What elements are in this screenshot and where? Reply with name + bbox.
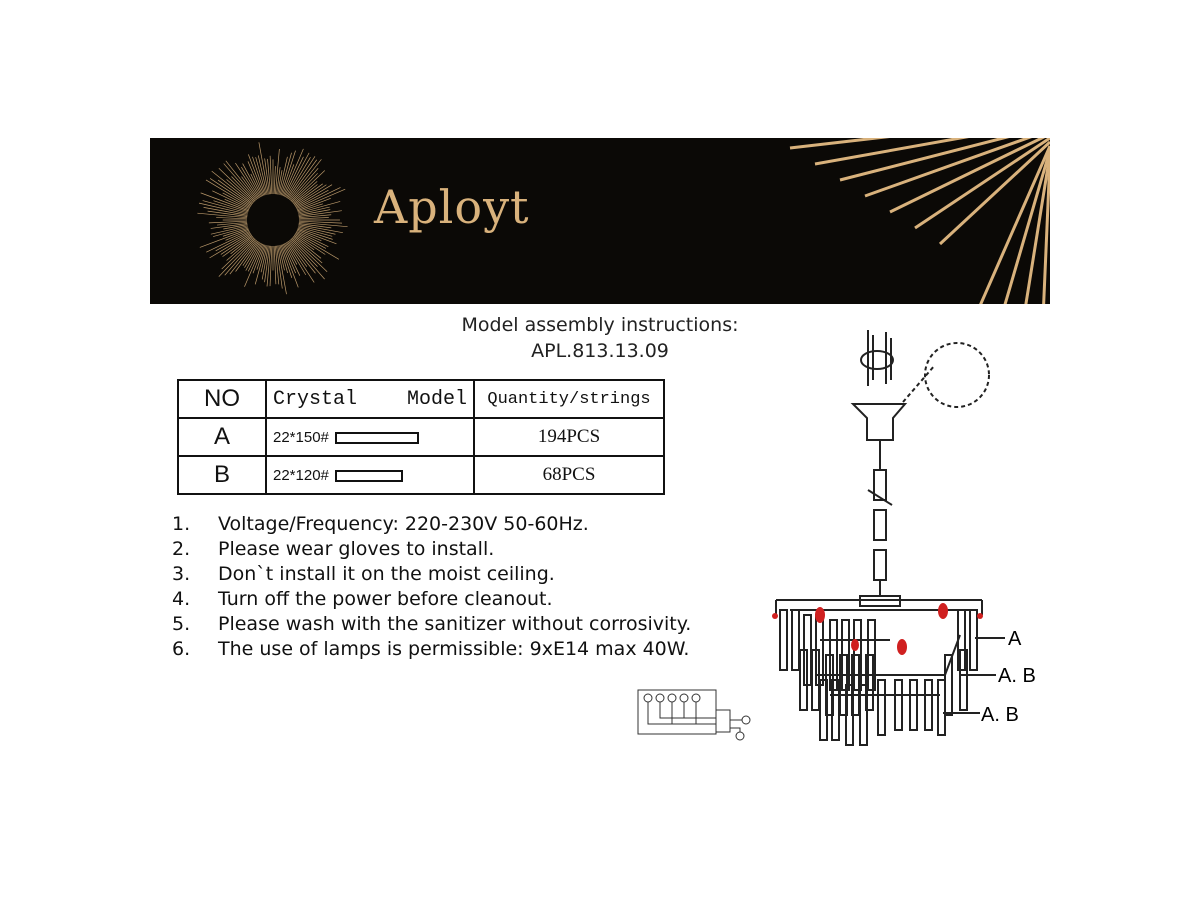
header-no: NO bbox=[178, 380, 266, 418]
item-number: 5. bbox=[172, 612, 218, 637]
list-item: 1.Voltage/Frequency: 220-230V 50-60Hz. bbox=[172, 512, 691, 537]
crystal-strand bbox=[910, 680, 917, 730]
item-text: Turn off the power before cleanout. bbox=[218, 588, 553, 610]
list-item: 6.The use of lamps is permissible: 9xE14… bbox=[172, 637, 691, 662]
header-quantity: Quantity/strings bbox=[474, 380, 664, 418]
item-number: 2. bbox=[172, 537, 218, 562]
crystal-table: NO Crystal Model Quantity/strings A 22*15… bbox=[177, 379, 665, 495]
item-number: 6. bbox=[172, 637, 218, 662]
row-no: A bbox=[178, 418, 266, 456]
sunburst-icon bbox=[150, 138, 1050, 304]
crystal-strand bbox=[938, 680, 945, 735]
row-quantity: 194PCS bbox=[474, 418, 664, 456]
wiring-diagram-icon bbox=[636, 688, 756, 748]
item-text: Please wear gloves to install. bbox=[218, 538, 494, 560]
chandelier-diagram: A A. B A. B bbox=[760, 310, 1060, 750]
row-model: 22*150# bbox=[266, 418, 474, 456]
table-row: B 22*120# 68PCS bbox=[178, 456, 664, 494]
title-line: Model assembly instructions: bbox=[420, 312, 780, 338]
crystal-strand bbox=[970, 610, 977, 670]
item-number: 1. bbox=[172, 512, 218, 537]
list-item: 3.Don`t install it on the moist ceiling. bbox=[172, 562, 691, 587]
table-row: A 22*150# 194PCS bbox=[178, 418, 664, 456]
brand-logo: Aployt bbox=[374, 180, 530, 234]
header-crystal-model: Crystal Model bbox=[266, 380, 474, 418]
model-code: 22*150# bbox=[273, 429, 329, 446]
item-number: 3. bbox=[172, 562, 218, 587]
crystal-strand bbox=[792, 610, 799, 670]
instruction-list: 1.Voltage/Frequency: 220-230V 50-60Hz. 2… bbox=[172, 512, 691, 662]
crystal-strand bbox=[895, 680, 902, 730]
list-item: 5.Please wash with the sanitizer without… bbox=[172, 612, 691, 637]
crystal-icon bbox=[335, 432, 419, 444]
row-no: B bbox=[178, 456, 266, 494]
canopy-plate-icon bbox=[861, 351, 893, 369]
header-model: Model bbox=[407, 388, 467, 411]
row-model: 22*120# bbox=[266, 456, 474, 494]
header-crystal: Crystal bbox=[273, 388, 357, 411]
crystal-strand bbox=[878, 680, 885, 735]
item-text: The use of lamps is permissible: 9xE14 m… bbox=[218, 638, 689, 660]
brand-banner: Aployt bbox=[150, 138, 1050, 304]
list-item: 4.Turn off the power before cleanout. bbox=[172, 587, 691, 612]
row-quantity: 68PCS bbox=[474, 456, 664, 494]
page-title: Model assembly instructions: APL.813.13.… bbox=[420, 312, 780, 364]
crystal-strand bbox=[780, 610, 787, 670]
wire-detail-icon bbox=[925, 343, 989, 407]
model-number: APL.813.13.09 bbox=[420, 338, 780, 364]
item-number: 4. bbox=[172, 587, 218, 612]
crystal-icon bbox=[335, 470, 403, 482]
list-item: 2.Please wear gloves to install. bbox=[172, 537, 691, 562]
label-ab-2: A. B bbox=[981, 704, 1019, 726]
item-text: Voltage/Frequency: 220-230V 50-60Hz. bbox=[218, 513, 589, 535]
table-header-row: NO Crystal Model Quantity/strings bbox=[178, 380, 664, 418]
label-ab-1: A. B bbox=[998, 665, 1036, 687]
item-text: Don`t install it on the moist ceiling. bbox=[218, 563, 555, 585]
item-text: Please wash with the sanitizer without c… bbox=[218, 613, 691, 635]
crystal-strand bbox=[925, 680, 932, 730]
label-a: A bbox=[1008, 628, 1022, 650]
ceiling-canopy bbox=[853, 404, 905, 440]
model-code: 22*120# bbox=[273, 467, 329, 484]
